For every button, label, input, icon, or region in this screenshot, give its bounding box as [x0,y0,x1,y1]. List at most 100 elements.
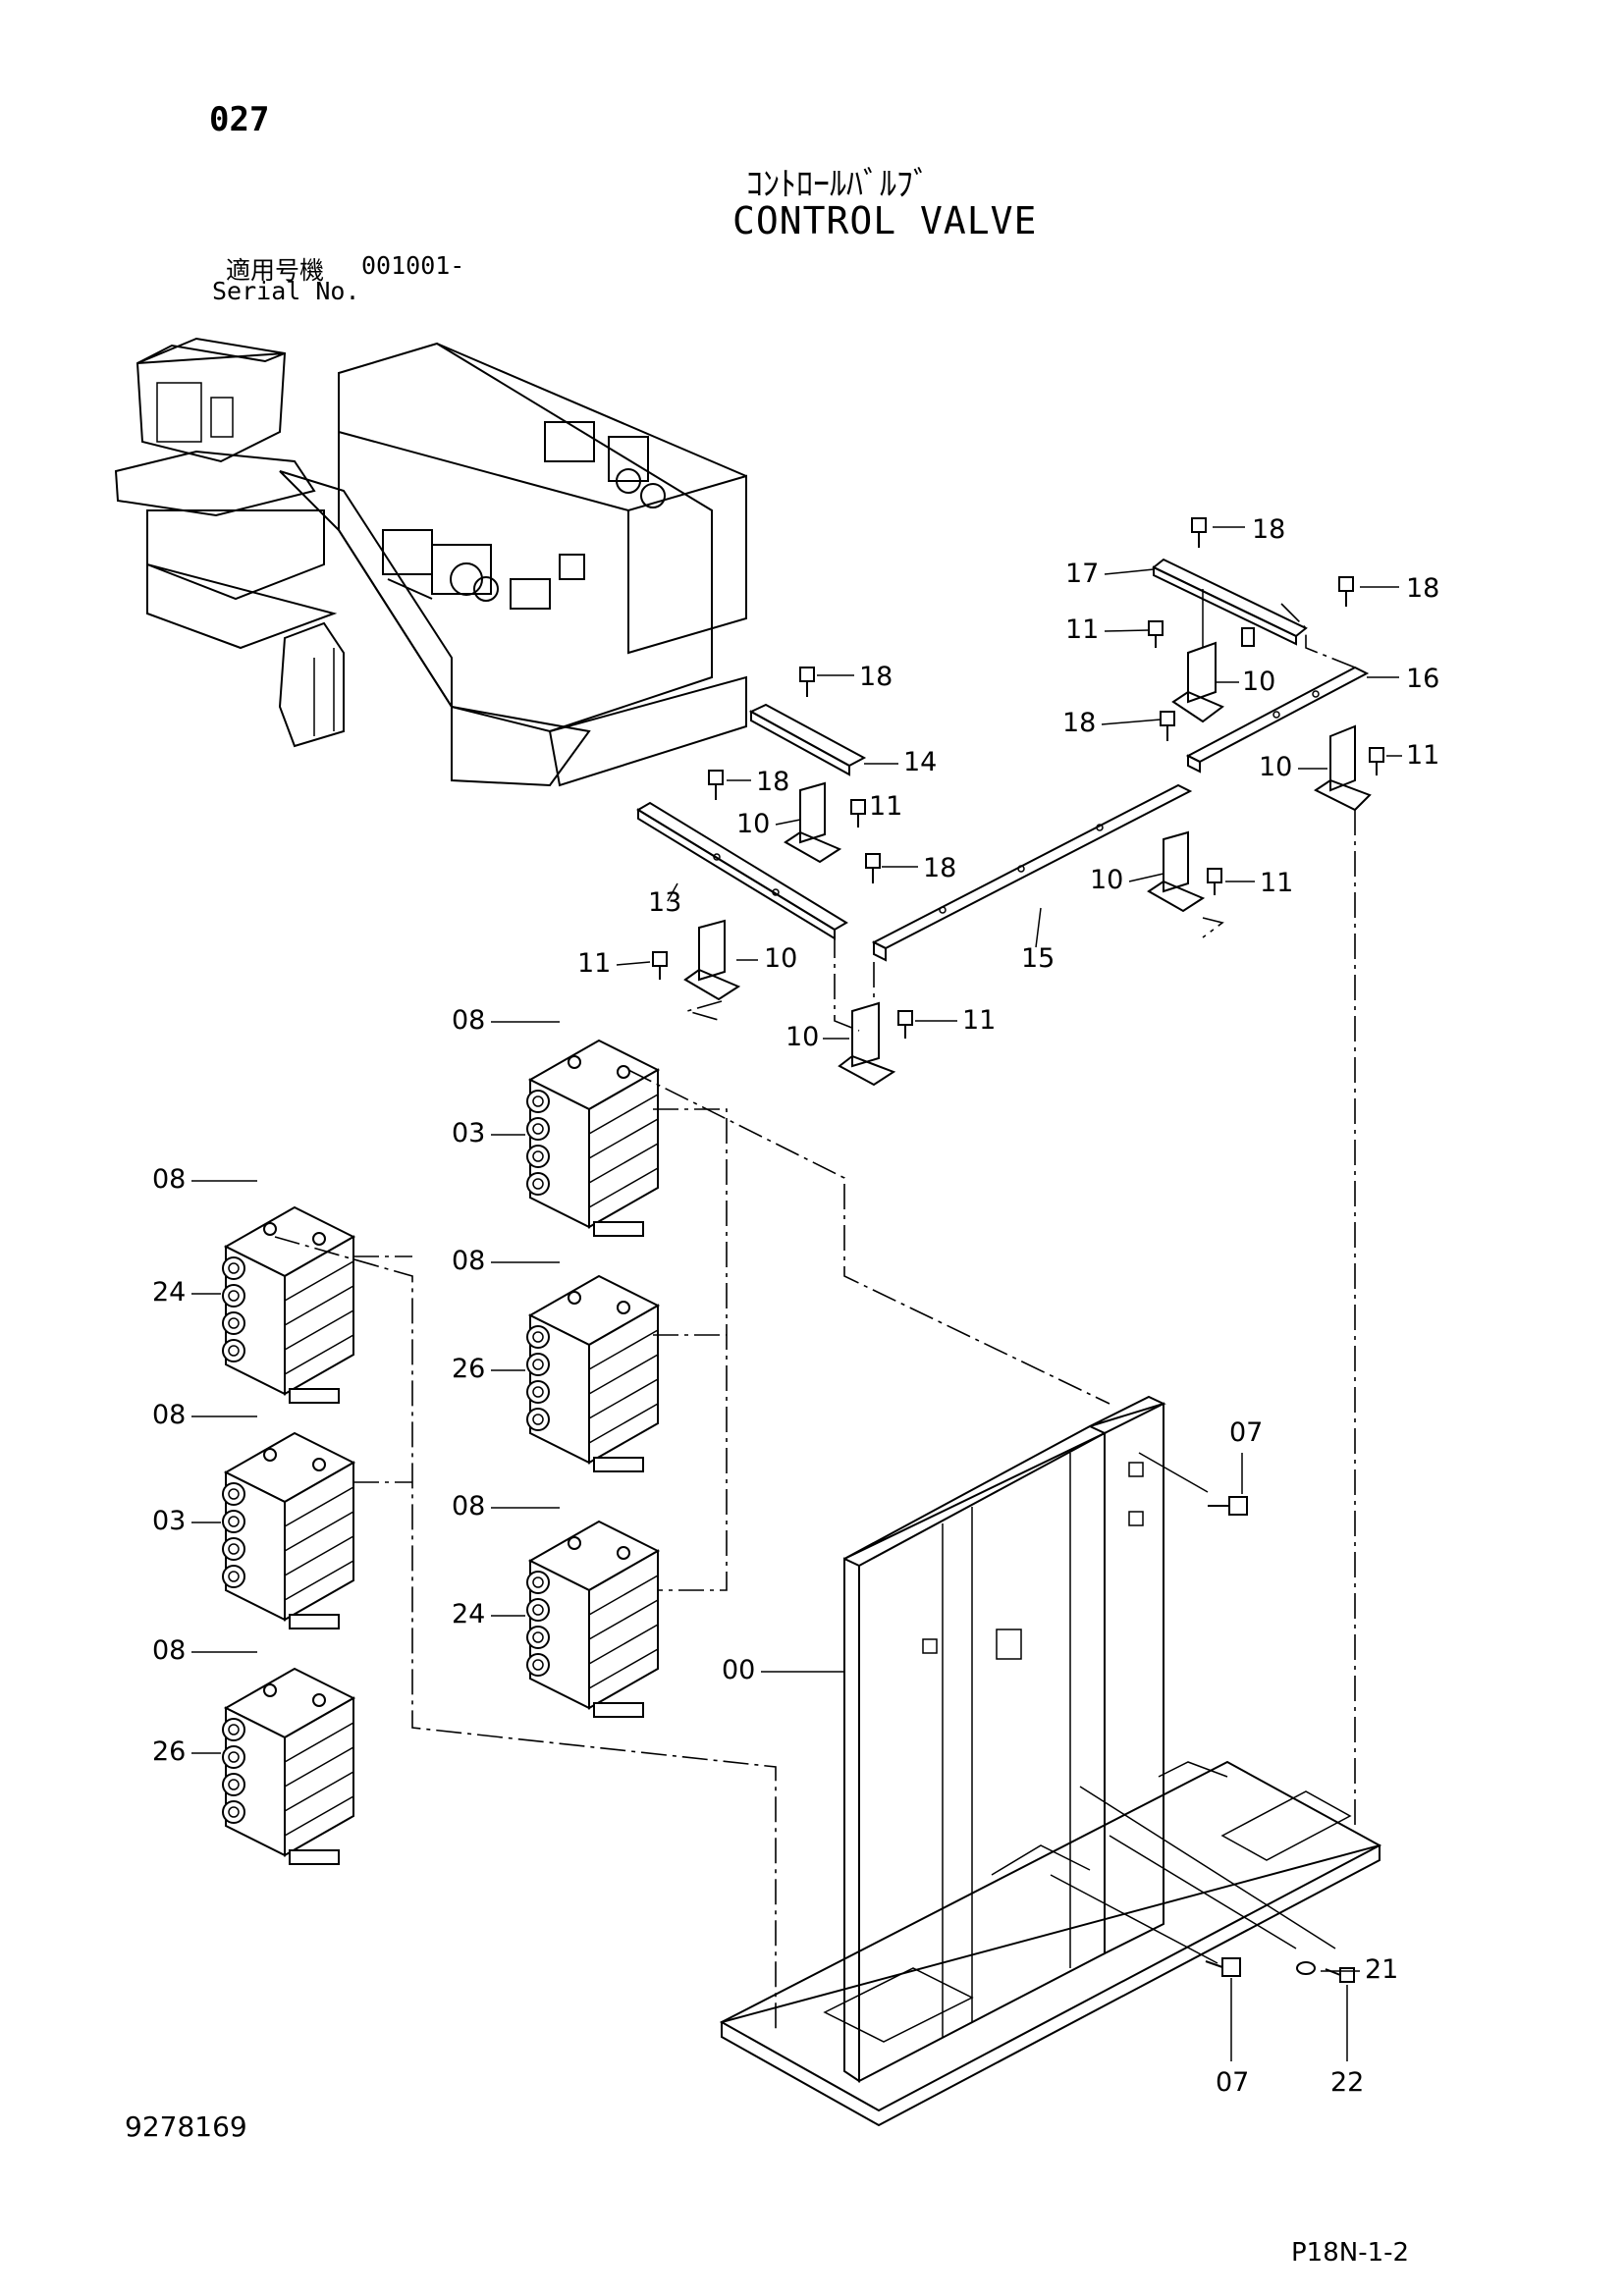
callout-c08b: 08 [452,1246,560,1276]
title-japanese: ｺﾝﾄﾛｰﾙﾊﾞﾙﾌﾞ [746,165,930,204]
bolt [1208,1496,1248,1516]
callout-c03a: 03 [452,1118,525,1148]
callout-c11c: 11 [869,791,902,822]
callout-label: 10 [764,943,797,974]
spacer-block [784,781,842,864]
document-number: 9278169 [125,2110,247,2143]
callout-c00: 00 [722,1655,844,1685]
callout-c11f: 11 [915,1005,996,1036]
bolt [1191,517,1207,548]
bolt [652,951,668,980]
callout-c17: 17 [1065,559,1155,589]
callout-label: 18 [859,662,893,692]
callout-c18c: 18 [1062,708,1162,738]
callout-label: 08 [452,1005,485,1036]
callout-c07b: 07 [1216,1978,1249,2098]
callout-label: 10 [1242,667,1275,697]
callout-label: 10 [1090,865,1123,895]
callout-label: 13 [648,887,681,918]
callout-c18f: 18 [882,853,956,883]
callout-label: 17 [1065,559,1099,589]
callout-c08f: 08 [152,1635,257,1666]
callout-label: 00 [722,1655,755,1685]
callout-label: 18 [923,853,956,883]
spacer-block [838,1001,896,1087]
control-valve-group [222,1039,728,1865]
callout-label: 11 [1260,868,1293,898]
callout-c15: 15 [1021,907,1055,974]
callout-label: 10 [785,1022,819,1052]
spacer-block [1171,641,1224,723]
callout-label: 11 [869,791,902,822]
valve-block [222,1667,356,1865]
callout-label: 11 [962,1005,996,1036]
spacer-block [683,919,741,1001]
mounting-bracket-assembly [636,517,1384,1826]
callout-c26b: 26 [152,1736,221,1767]
callout-label: 03 [452,1118,485,1148]
callout-c11b: 11 [1386,740,1439,771]
machine-overview-illustration [114,337,747,787]
callout-c21: 21 [1321,1954,1398,1985]
callout-c10e: 10 [736,943,797,974]
callout-label: 18 [1252,514,1285,545]
bolt [850,799,866,828]
callout-c18d: 18 [817,662,893,692]
callout-label: 21 [1365,1954,1398,1985]
callout-label: 15 [1021,943,1055,974]
bolt [1205,1957,1241,1977]
bolt [1338,576,1354,607]
callout-label: 11 [1065,614,1099,645]
callout-label: 18 [1406,573,1439,604]
callout-label: 26 [152,1736,186,1767]
sheet-reference: P18N-1-2 [1291,2238,1410,2268]
callout-c08d: 08 [152,1164,257,1195]
callout-c11a: 11 [1065,614,1150,645]
valve-block [526,1274,661,1472]
callout-c08e: 08 [152,1400,257,1430]
callout-c16: 16 [1367,664,1439,694]
title-english: CONTROL VALVE [732,199,1038,242]
callout-c14: 14 [864,747,937,777]
callout-label: 10 [1259,752,1292,782]
bolt [1325,1967,1355,1983]
callout-label: 08 [452,1246,485,1276]
callout-c10f: 10 [785,1022,849,1052]
serial-number-value: 001001- [361,251,465,280]
callout-label: 08 [152,1400,186,1430]
bolt [1148,620,1164,648]
callout-c11d: 11 [1225,868,1293,898]
callout-label: 10 [736,809,770,839]
bolt [897,1010,913,1039]
bolt [1369,747,1384,775]
callout-c08c: 08 [452,1491,560,1522]
bolt [708,770,724,800]
callout-label: 03 [152,1506,186,1536]
callout-c10c: 10 [736,809,801,839]
callout-c10b: 10 [1259,752,1327,782]
callout-c10d: 10 [1090,865,1164,895]
serial-label-japanese: 適用号機 [226,256,325,285]
callout-label: 07 [1229,1417,1263,1448]
spacer-block [1147,830,1206,913]
callout-label: 11 [577,948,611,979]
callout-label: 18 [756,767,789,797]
callout-c26a: 26 [452,1354,525,1384]
callout-label: 08 [152,1635,186,1666]
callout-c11e: 11 [577,948,651,979]
callout-label: 08 [452,1491,485,1522]
callout-c03b: 03 [152,1506,221,1536]
callout-c22: 22 [1330,1985,1364,2098]
callout-label: 11 [1406,740,1439,771]
bolt [799,667,815,697]
valve-mounting-frame [274,1069,1382,2127]
bolt [865,853,881,883]
valve-block [222,1431,356,1629]
callout-c24b: 24 [152,1277,221,1308]
bolt [1160,711,1175,741]
callout-c07a: 07 [1229,1417,1263,1494]
spacer-block [1314,724,1372,812]
valve-block [222,1205,356,1404]
